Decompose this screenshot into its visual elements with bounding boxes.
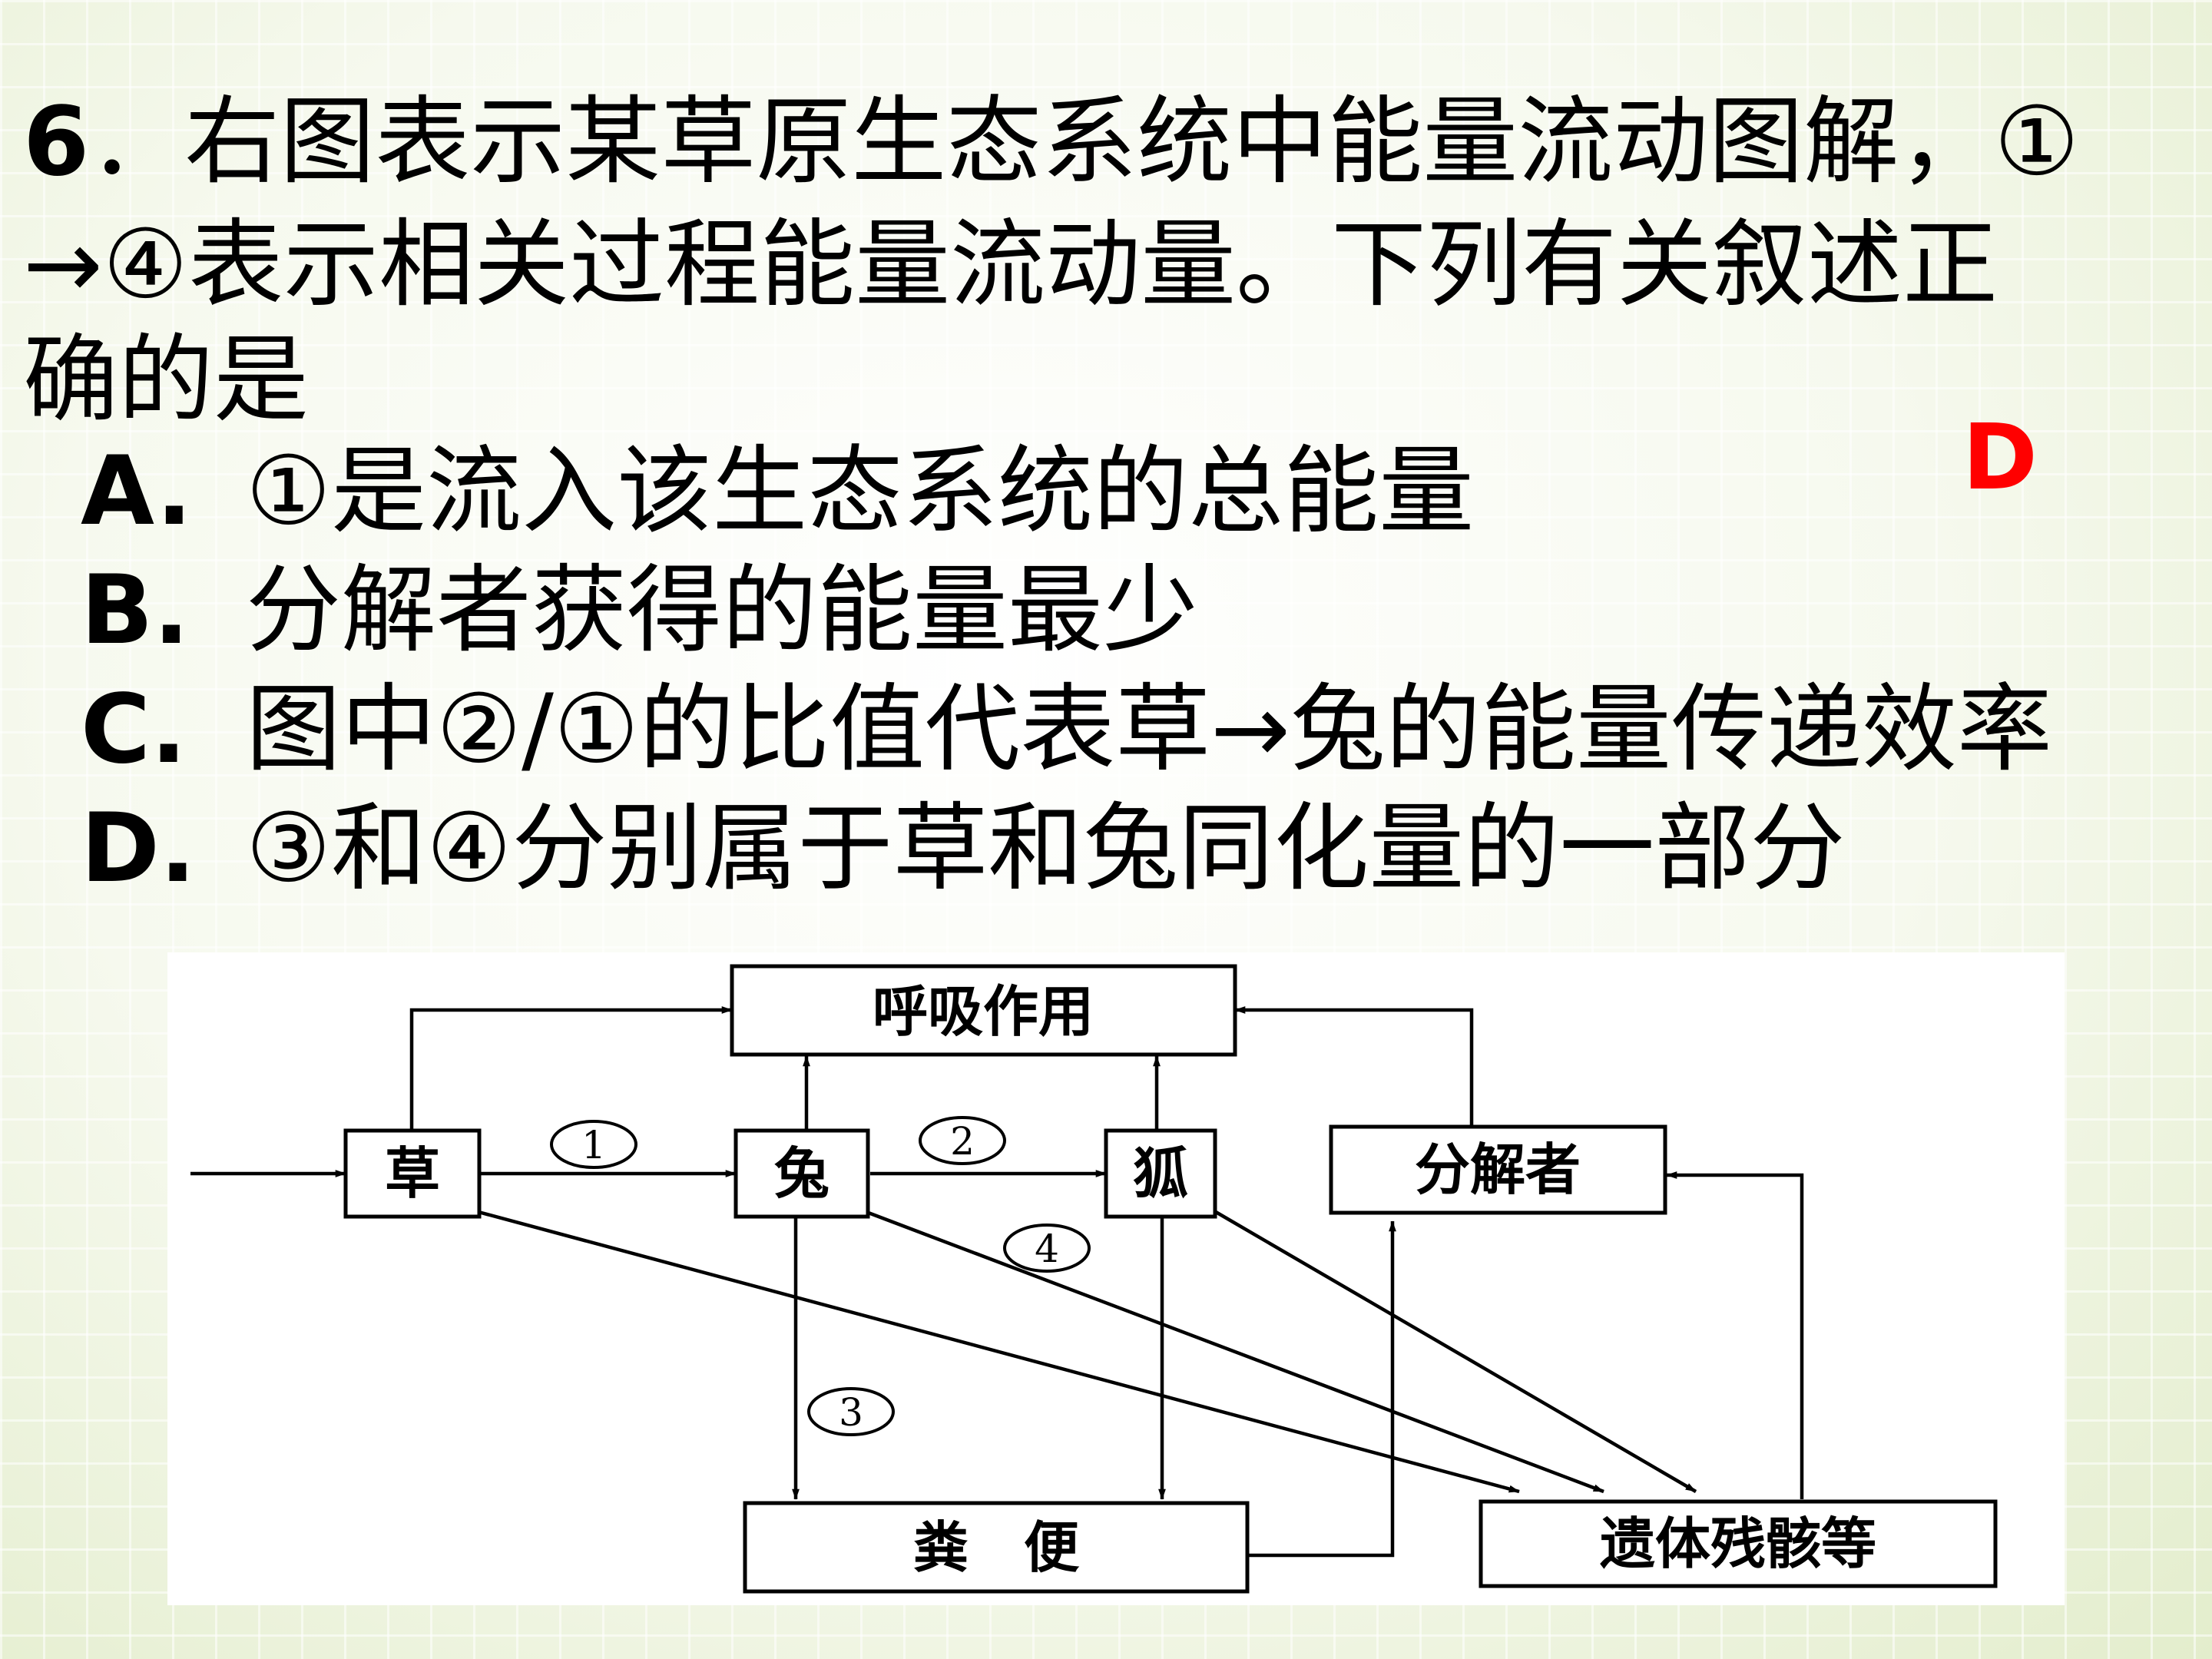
edge-feces-decomposer: [1249, 1220, 1396, 1558]
option-a-text: ①是流入该生态系统的总能量: [246, 436, 1475, 547]
node-respiration: 呼吸作用: [730, 964, 1237, 1057]
edge-rabbit-remains: [866, 1210, 1604, 1494]
edge-label-2: 2: [919, 1116, 1006, 1165]
node-remains-label: 遗体残骸等: [1600, 1511, 1876, 1576]
question-text-2: →④表示相关过程能量流动量。下列有关叙述正: [23, 210, 1998, 320]
node-decomposer-label: 分解者: [1415, 1137, 1581, 1202]
node-feces: 粪 便: [743, 1501, 1250, 1594]
node-rabbit-label: 兔: [774, 1141, 830, 1206]
option-b-letter: B.: [81, 555, 190, 666]
edge-remains-decomposer: [1666, 1171, 1804, 1499]
node-grass-label: 草: [385, 1141, 440, 1206]
option-c-letter: C.: [81, 674, 187, 785]
node-rabbit: 兔: [733, 1128, 870, 1219]
node-fox: 狐: [1104, 1128, 1217, 1219]
edge-label-2-text: 2: [950, 1119, 975, 1164]
question-line-1: 6．右图表示某草原生态系统中能量流动图解，①: [23, 87, 2080, 197]
option-d-letter: D.: [81, 793, 197, 904]
option-b-text: 分解者获得的能量最少: [246, 555, 1199, 666]
energy-flow-svg: 1 2 3 4 呼吸作用 草 兔 狐: [190, 964, 1998, 1594]
edge-label-1: 1: [550, 1120, 637, 1169]
option-c[interactable]: C. 图中②/①的比值代表草→兔的能量传递效率: [81, 672, 2052, 787]
option-d[interactable]: D. ③和④分别属于草和兔同化量的一部分: [81, 791, 1845, 906]
question-number: 6: [23, 87, 90, 197]
option-c-text: 图中②/①的比值代表草→兔的能量传递效率: [246, 674, 2053, 785]
edge-label-3: 3: [807, 1387, 895, 1436]
option-d-text: ③和④分别属于草和兔同化量的一部分: [246, 793, 1846, 904]
question-line-3: 确的是: [23, 323, 309, 438]
energy-flow-diagram: 1 2 3 4 呼吸作用 草 兔 狐: [167, 952, 2065, 1605]
node-grass: 草: [343, 1128, 482, 1219]
edge-label-1-text: 1: [581, 1123, 606, 1167]
node-fox-label: 狐: [1133, 1141, 1188, 1206]
edge-grass-remains: [478, 1210, 1520, 1494]
edge-label-4: 4: [1003, 1224, 1091, 1273]
question-text-3: 确的是: [23, 325, 310, 435]
option-b[interactable]: B. 分解者获得的能量最少: [81, 553, 1198, 668]
option-a-letter: A.: [81, 436, 193, 547]
question-panel: 6．右图表示某草原生态系统中能量流动图解，① →④表示相关过程能量流动量。下列有…: [23, 87, 2080, 906]
edge-label-3-text: 3: [839, 1390, 863, 1435]
edge-grass-respiration: [409, 1006, 733, 1131]
answer-mark: D: [1962, 404, 2038, 510]
node-decomposer: 分解者: [1329, 1124, 1667, 1215]
option-a[interactable]: A. ①是流入该生态系统的总能量: [81, 434, 1474, 549]
edge-label-4-text: 4: [1035, 1227, 1059, 1271]
node-feces-label: 粪 便: [913, 1515, 1080, 1580]
edges: [190, 1006, 1804, 1558]
question-line-2: →④表示相关过程能量流动量。下列有关叙述正: [23, 207, 1998, 323]
node-remains: 遗体残骸等: [1479, 1499, 1998, 1588]
edge-fox-remains: [1214, 1210, 1697, 1493]
node-respiration-label: 呼吸作用: [873, 979, 1094, 1044]
question-text-1: 右图表示某草原生态系统中能量流动图解，①: [184, 87, 2080, 197]
edge-decomposer-respiration: [1234, 1006, 1474, 1127]
